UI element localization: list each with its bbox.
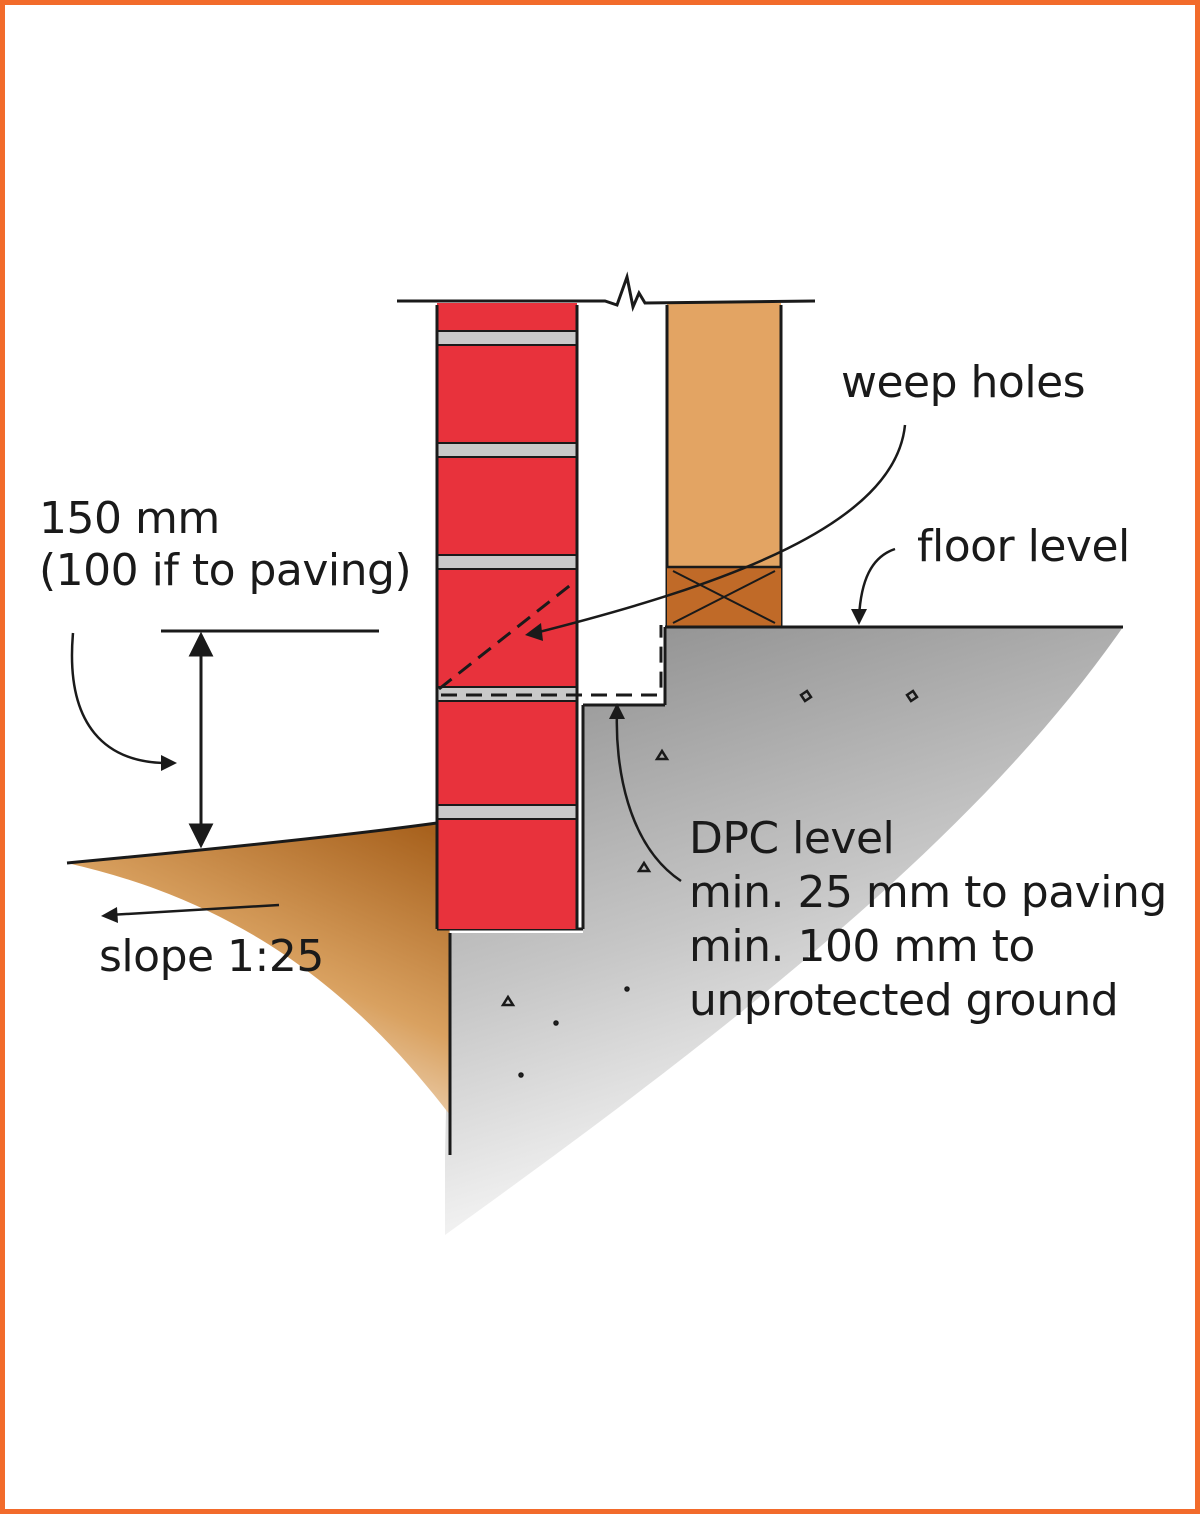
clearance-label-line1: 150 mm bbox=[39, 493, 220, 544]
clearance-dimension bbox=[161, 629, 379, 849]
clearance-leader bbox=[70, 632, 174, 765]
mortar-joint bbox=[437, 805, 577, 819]
arrowhead bbox=[161, 755, 177, 771]
weep-holes-label: weep holes bbox=[841, 357, 1086, 408]
aggregate-marks bbox=[500, 689, 919, 1078]
mortar-joint bbox=[437, 555, 577, 569]
slope-label: slope 1:25 bbox=[99, 931, 324, 982]
mortar-joint bbox=[437, 443, 577, 457]
floor-level-label: floor level bbox=[917, 521, 1130, 572]
ground-line bbox=[66, 821, 438, 865]
wall-section-drawing bbox=[66, 271, 1123, 1235]
arrowhead bbox=[525, 623, 543, 641]
wall-cavity bbox=[580, 305, 664, 700]
dpc-label-line4: unprotected ground bbox=[689, 975, 1119, 1026]
dpc-flashing bbox=[438, 581, 663, 697]
clearance-label-line2: (100 if to paving) bbox=[39, 545, 412, 596]
ground-soil bbox=[67, 823, 450, 1115]
arrowhead bbox=[609, 703, 625, 719]
mortar-joint bbox=[437, 331, 577, 345]
top-break-line bbox=[397, 271, 816, 313]
floor-line bbox=[583, 625, 1123, 707]
dpc-label-line3: min. 100 mm to bbox=[689, 921, 1035, 972]
dpc-level-leader bbox=[615, 710, 682, 883]
floor-level-leader bbox=[857, 547, 896, 618]
slope-arrow bbox=[108, 903, 280, 917]
dpc-label-line2: min. 25 mm to paving bbox=[689, 867, 1167, 918]
weep-holes-leader bbox=[534, 424, 907, 635]
dpc-label-line1: DPC level bbox=[689, 813, 895, 864]
arrowhead bbox=[101, 907, 118, 923]
concrete-slab bbox=[445, 627, 1123, 1235]
brick-veneer bbox=[435, 303, 579, 929]
arrowhead bbox=[851, 609, 867, 625]
